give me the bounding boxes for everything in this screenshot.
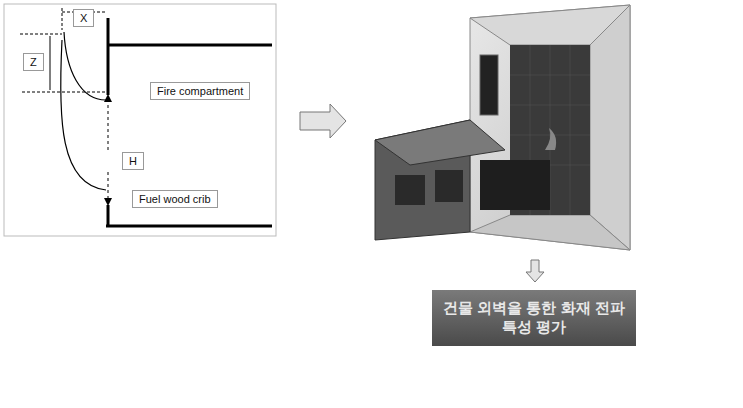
dimension-label: H <box>122 152 144 170</box>
render-image <box>375 5 630 250</box>
label-text: X <box>80 12 87 24</box>
compartment-label: Fire compartment <box>150 82 250 100</box>
dimension-label: X <box>73 9 94 27</box>
label-text: Z <box>30 56 37 68</box>
flow-arrow <box>526 260 544 282</box>
compartment-walls <box>106 18 272 226</box>
label-text: Fire compartment <box>157 85 243 97</box>
dimension-label: Z <box>23 53 44 71</box>
dimension-lines <box>20 8 108 92</box>
flame-plume <box>61 32 106 190</box>
label-text: H <box>129 155 137 167</box>
opening-dimension <box>108 98 109 202</box>
panel-border <box>4 4 276 236</box>
result-box: 건물 외벽을 통한 화재 전파 특성 평가 <box>432 290 636 346</box>
fuel-label: Fuel wood crib <box>132 190 218 208</box>
label-text: 건물 외벽을 통한 화재 전파 특성 평가 <box>442 299 626 337</box>
flow-arrow <box>300 104 346 138</box>
label-text: Fuel wood crib <box>139 193 211 205</box>
